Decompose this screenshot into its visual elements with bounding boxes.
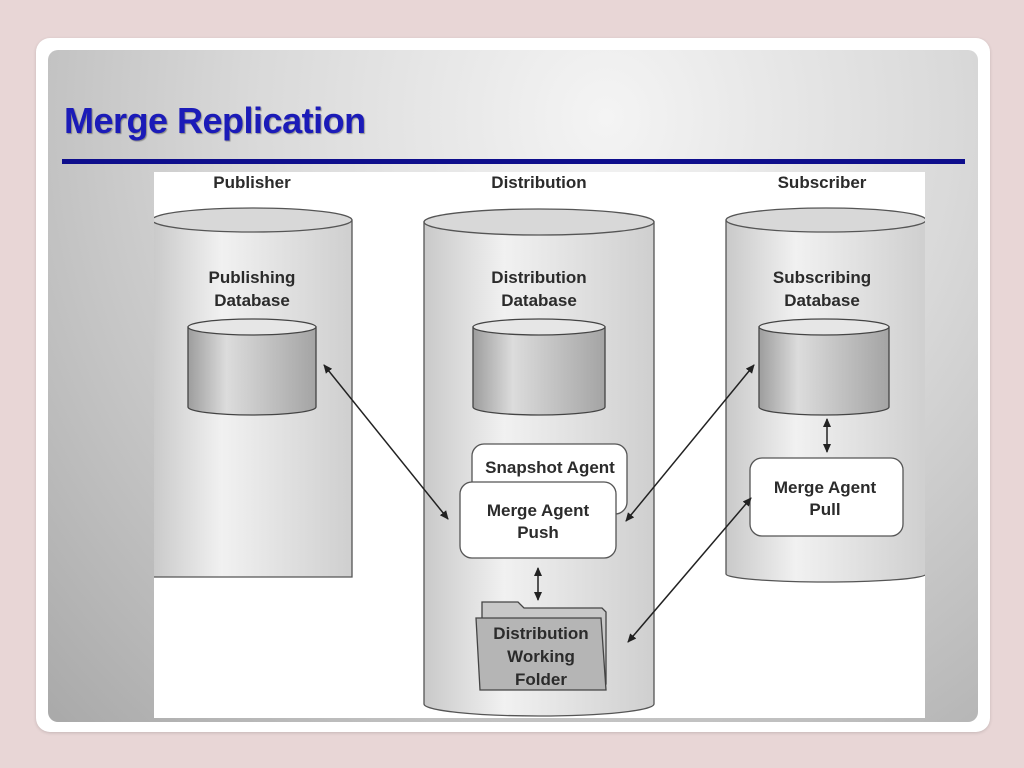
working-folder-label-line2: Working — [507, 647, 575, 666]
publisher-push-arrow — [323, 364, 449, 520]
distribution-db-label-line1: Distribution — [491, 268, 586, 287]
subscribing-database-icon — [758, 318, 890, 416]
publishing-db-label-line2: Database — [214, 291, 290, 310]
snapshot-agent-label: Snapshot Agent — [485, 458, 615, 477]
working-folder-label-line3: Folder — [515, 670, 567, 689]
subscriber-header: Subscriber — [778, 173, 867, 192]
folder-pull-arrow — [627, 497, 752, 643]
title-underline — [62, 159, 965, 164]
merge-agent-pull-label-line2: Pull — [809, 500, 840, 519]
distribution-database-icon — [472, 318, 606, 416]
working-folder-label-line1: Distribution — [493, 624, 588, 643]
merge-agent-push-label-line1: Merge Agent — [487, 501, 590, 520]
merge-agent-pull-label-line1: Merge Agent — [774, 478, 877, 497]
working-folder-icon — [475, 601, 607, 691]
merge-agent-push-box — [459, 481, 617, 559]
merge-agent-pull-box — [749, 457, 904, 537]
distribution-db-label-line2: Database — [501, 291, 577, 310]
merge-agent-push-label-line2: Push — [517, 523, 559, 542]
slide-title: Merge Replication — [64, 100, 366, 141]
subscribing-db-label-line1: Subscribing — [773, 268, 871, 287]
publishing-database-icon — [187, 318, 317, 416]
publishing-db-label-line1: Publishing — [209, 268, 296, 287]
push-subscriber-arrow — [625, 364, 755, 522]
subscribing-db-label-line2: Database — [784, 291, 860, 310]
distribution-header: Distribution — [491, 173, 586, 192]
replication-diagram: Publisher Distribution Subscriber Publis… — [154, 172, 925, 718]
publisher-header: Publisher — [213, 173, 291, 192]
